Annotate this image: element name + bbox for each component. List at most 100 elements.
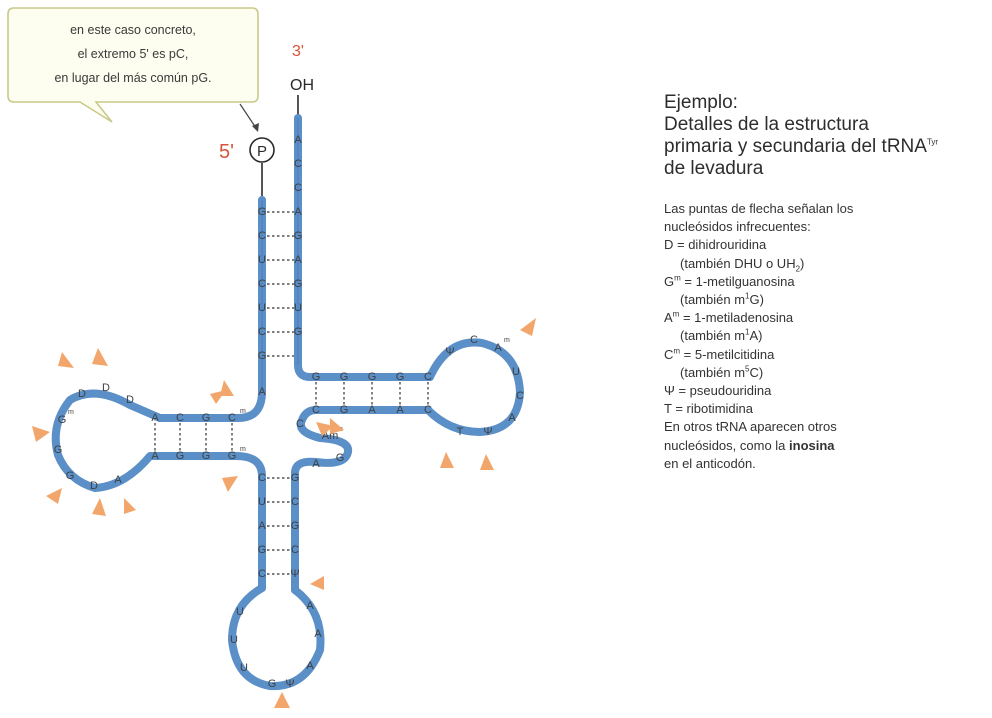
svg-text:D: D — [78, 388, 86, 400]
svg-text:U: U — [240, 662, 248, 674]
legend-gm-line: Gm = 1-metilguanosina — [664, 273, 795, 289]
callout-line-3: en lugar del más común pG. — [54, 71, 211, 85]
svg-text:Ψ: Ψ — [290, 568, 299, 580]
svg-text:U: U — [258, 302, 266, 314]
legend-psi-line: Ψ = pseudouridina — [664, 383, 772, 399]
legend-d-line: D = dihidrouridina — [664, 237, 767, 253]
svg-text:Am: Am — [322, 430, 339, 442]
svg-text:A: A — [114, 474, 122, 486]
svg-text:A: A — [258, 386, 266, 398]
svg-text:G: G — [294, 230, 303, 242]
unusual-nucleoside-arrows — [32, 318, 536, 708]
svg-text:G: G — [202, 412, 211, 424]
svg-text:G: G — [228, 450, 237, 462]
phosphate-circle — [249, 137, 275, 163]
svg-text:D: D — [90, 480, 98, 492]
legend-title-line-2: Detalles de la estructura — [664, 114, 869, 135]
base-pair-lines — [154, 211, 429, 575]
svg-text:G: G — [66, 470, 75, 482]
svg-text:G: G — [291, 472, 300, 484]
svg-text:A: A — [396, 404, 404, 416]
svg-text:A: A — [494, 342, 502, 354]
callout-box: en este caso concreto, el extremo 5' es … — [7, 7, 259, 123]
svg-text:G: G — [54, 444, 63, 456]
svg-text:A: A — [151, 412, 159, 424]
svg-text:U: U — [258, 496, 266, 508]
svg-text:C: C — [176, 412, 184, 424]
svg-text:A: A — [312, 458, 320, 470]
legend-outro-3: en el anticodón. — [664, 455, 756, 471]
svg-text:A: A — [151, 450, 159, 462]
svg-text:U: U — [512, 366, 520, 378]
svg-text:m: m — [68, 409, 74, 416]
svg-text:C: C — [258, 278, 266, 290]
oh-label: OH — [290, 77, 314, 94]
legend-title: Ejemplo: Detalles de la estructura prima… — [664, 92, 984, 180]
five-prime-label: 5' — [219, 141, 234, 163]
svg-text:A: A — [294, 134, 302, 146]
svg-text:G: G — [258, 206, 267, 218]
svg-text:C: C — [294, 158, 302, 170]
svg-text:C: C — [424, 371, 432, 383]
svg-text:C: C — [291, 544, 299, 556]
three-prime-label: 3' — [292, 43, 304, 60]
legend-gm-note: (también m1G) — [680, 291, 764, 308]
legend-cm-note: (también m5C) — [680, 364, 764, 380]
rna-backbone — [51, 114, 524, 691]
legend-t-line: T = ribotimidina — [664, 401, 753, 417]
svg-text:C: C — [291, 496, 299, 508]
trna-cloverleaf-diagram: en este caso concreto, el extremo 5' es … — [7, 7, 536, 708]
svg-text:m: m — [240, 408, 246, 415]
svg-text:G: G — [312, 371, 321, 383]
svg-text:G: G — [340, 404, 349, 416]
svg-text:A: A — [258, 520, 266, 532]
svg-text:U: U — [230, 634, 238, 646]
svg-text:G: G — [396, 371, 405, 383]
svg-text:A: A — [306, 600, 314, 612]
svg-text:G: G — [336, 452, 345, 464]
svg-text:Ψ: Ψ — [285, 678, 294, 690]
svg-text:U: U — [258, 254, 266, 266]
svg-text:Ψ: Ψ — [483, 426, 492, 438]
svg-text:G: G — [258, 544, 267, 556]
svg-text:G: G — [176, 450, 185, 462]
svg-text:G: G — [291, 520, 300, 532]
svg-text:C: C — [258, 326, 266, 338]
legend-outro-2: nucleósidos, como la inosina — [664, 437, 835, 453]
legend-title-line-3: primaria y secundaria del tRNATyr — [664, 136, 939, 157]
legend-title-line-4: de levadura — [664, 158, 764, 179]
svg-text:C: C — [228, 412, 236, 424]
svg-text:C: C — [296, 418, 304, 430]
svg-text:A: A — [508, 412, 516, 424]
svg-text:C: C — [258, 472, 266, 484]
svg-text:C: C — [516, 390, 524, 402]
legend-d-note: (también DHU o UH2) — [680, 255, 805, 274]
callout-pointer-arrow — [239, 103, 257, 129]
svg-text:U: U — [236, 606, 244, 618]
legend-intro-1: Las puntas de flecha señalan los — [664, 201, 854, 216]
svg-text:m: m — [504, 337, 510, 344]
svg-text:D: D — [126, 394, 134, 406]
legend-outro-1: En otros tRNA aparecen otros — [664, 419, 837, 435]
svg-text:C: C — [312, 404, 320, 416]
legend-title-line-1: Ejemplo: — [664, 92, 738, 113]
svg-text:U: U — [294, 302, 302, 314]
legend-cm-line: Cm = 5-metilcitidina — [664, 346, 775, 362]
svg-text:G: G — [294, 278, 303, 290]
svg-text:C: C — [258, 230, 266, 242]
svg-text:A: A — [306, 660, 314, 672]
svg-text:C: C — [294, 182, 302, 194]
svg-text:G: G — [58, 414, 67, 426]
svg-text:G: G — [258, 350, 267, 362]
svg-text:G: G — [202, 450, 211, 462]
svg-text:A: A — [294, 254, 302, 266]
nucleotide-letters: G C U C U C G A C C A G A G U G A A C G … — [54, 134, 524, 690]
svg-text:G: G — [294, 326, 303, 338]
svg-text:C: C — [470, 334, 478, 346]
callout-line-2: el extremo 5' es pC, — [78, 47, 189, 61]
legend-panel: Ejemplo: Detalles de la estructura prima… — [664, 92, 984, 473]
callout-line-1: en este caso concreto, — [70, 23, 196, 37]
svg-text:C: C — [424, 404, 432, 416]
svg-text:G: G — [340, 371, 349, 383]
inosina-bold: inosina — [789, 437, 835, 453]
